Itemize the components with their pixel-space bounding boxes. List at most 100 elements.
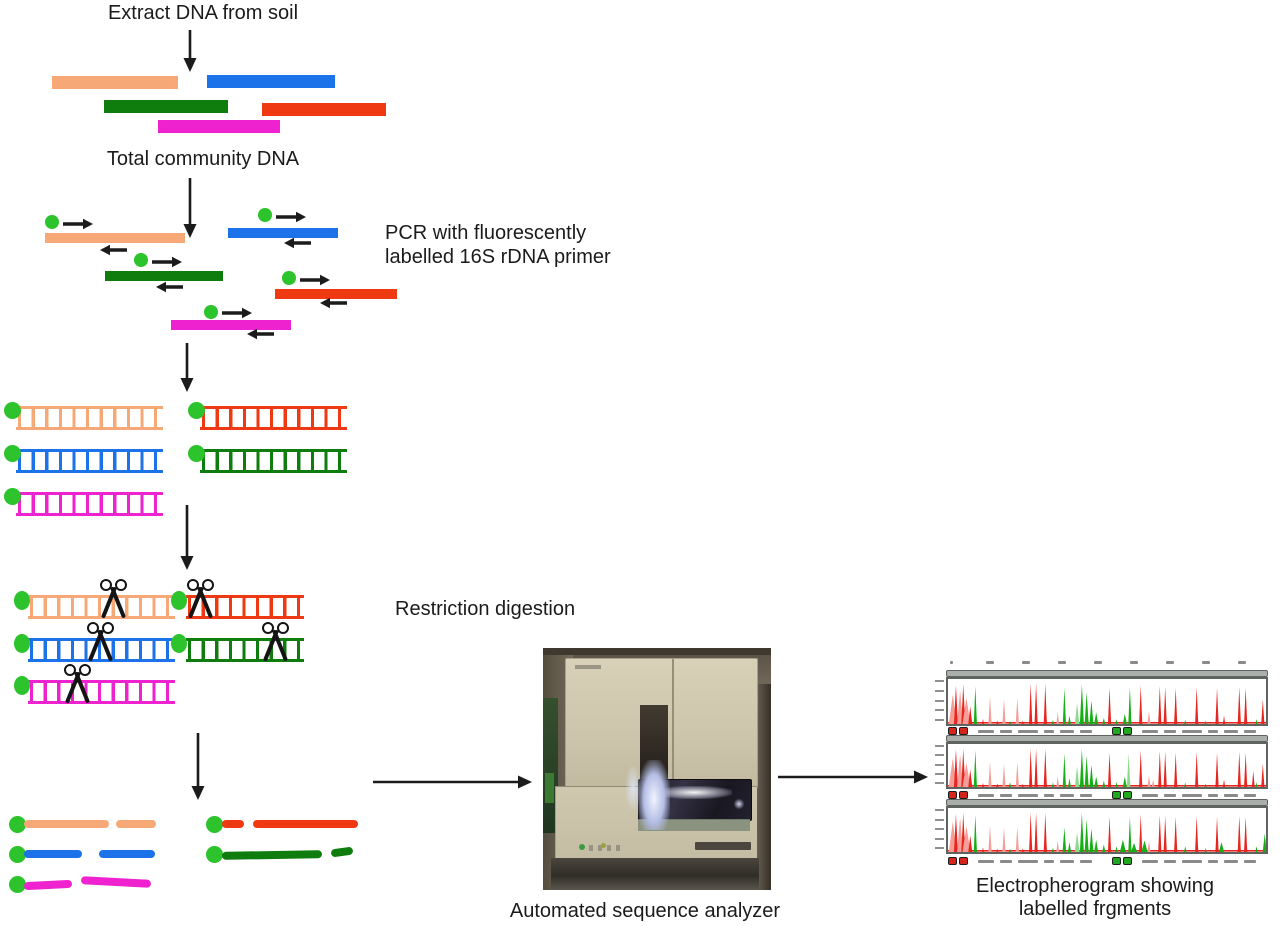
- trace-peak: [1009, 721, 1012, 724]
- sample-name-smudge: [1000, 794, 1012, 797]
- forward-primer-arrow-head: [83, 218, 93, 230]
- trace-peak: [1021, 720, 1024, 724]
- reverse-primer-arrow-head: [320, 297, 330, 309]
- cut-fragment: [330, 846, 354, 858]
- trace-peak: [1255, 846, 1258, 852]
- sample-name-smudge: [1164, 794, 1176, 797]
- ruler-tick-smudge: [1058, 661, 1066, 664]
- sequencer-base: [551, 858, 759, 890]
- flow-arrow-head: [183, 58, 197, 72]
- reverse-primer-arrow-head: [247, 328, 257, 340]
- fragment-trace: [948, 683, 1266, 724]
- flow-arrow-head: [180, 556, 194, 570]
- electropherogram-plot: [946, 742, 1268, 789]
- sample-name-smudge: [1060, 860, 1074, 863]
- cut-fragment: [24, 820, 109, 828]
- trace-peak: [1139, 685, 1143, 724]
- sample-badge-red: [948, 857, 957, 865]
- fluorescent-label-dot: [205, 845, 223, 863]
- y-axis-tick-smudge: [935, 709, 944, 712]
- y-axis-tick-smudge: [935, 818, 944, 821]
- sample-badge-red: [948, 727, 957, 735]
- trace-peak: [988, 696, 992, 724]
- trace-peak: [1051, 847, 1054, 852]
- trace-peak: [1237, 687, 1241, 724]
- trace-peak: [1115, 846, 1118, 852]
- ladder-rungs: [18, 409, 162, 427]
- y-axis-tick-smudge: [935, 772, 944, 775]
- electropherogram-figure: [934, 660, 1270, 872]
- trace-peak: [988, 825, 992, 852]
- trace-peak: [1094, 776, 1099, 787]
- trace-peak: [1163, 815, 1167, 852]
- trace-peak: [1079, 749, 1084, 787]
- trace-peak: [1056, 712, 1060, 724]
- trace-baseline: [948, 785, 1266, 787]
- digested-amplicon-ladder: [28, 680, 175, 704]
- sample-badge-green: [1123, 727, 1132, 735]
- panel-title-bar: [946, 670, 1268, 677]
- trace-peak: [1102, 780, 1106, 787]
- fragment-trace: [948, 812, 1266, 852]
- trace-peak: [981, 783, 984, 787]
- trace-peak: [1068, 778, 1071, 787]
- panel-title-bar: [946, 735, 1268, 742]
- extract-dna-label: Extract DNA from soil: [107, 2, 299, 24]
- sequencer-door-seam: [672, 659, 674, 786]
- sample-name-smudge: [1018, 730, 1038, 733]
- sample-name-smudge: [978, 860, 994, 863]
- trace-peak: [1261, 699, 1265, 724]
- trace-peak: [1089, 765, 1094, 787]
- trace-baseline: [948, 722, 1266, 724]
- trace-peak: [1074, 703, 1080, 724]
- trace-peak: [1115, 718, 1118, 724]
- dna-fragment-bar: [171, 320, 291, 330]
- scissors-icon: [63, 664, 91, 706]
- trace-peak: [1074, 766, 1080, 787]
- trace-peak: [957, 754, 964, 787]
- trace-peak: [973, 686, 977, 724]
- trace-peak: [1244, 687, 1248, 724]
- dna-fragment-bar: [52, 76, 178, 89]
- trace-peak: [1107, 687, 1112, 724]
- trace-peak: [1079, 684, 1084, 724]
- dna-fragment-bar: [158, 120, 280, 133]
- forward-primer-arrow-head: [320, 274, 330, 286]
- dna-amplicon-ladder: [200, 406, 347, 430]
- sample-name-smudge: [1164, 860, 1176, 863]
- trace-peak: [1184, 846, 1187, 852]
- fluorescent-primer-dot: [204, 305, 218, 319]
- fragment-trace: [948, 748, 1266, 787]
- scissors-handle: [115, 579, 128, 591]
- trace-peak: [1184, 719, 1187, 724]
- sample-name-smudge: [1244, 730, 1256, 733]
- trace-peak: [1195, 751, 1199, 787]
- trace-peak: [1015, 826, 1019, 852]
- sample-name-smudge: [1182, 730, 1202, 733]
- trace-peak: [1163, 751, 1167, 787]
- sample-name-smudge: [1142, 794, 1158, 797]
- trace-peak: [968, 769, 973, 787]
- trace-peak: [1158, 751, 1162, 787]
- trace-peak: [962, 763, 971, 787]
- sample-name-smudge: [1224, 794, 1238, 797]
- trace-peak: [1244, 752, 1248, 787]
- scissors-blade: [271, 629, 288, 662]
- trace-peak: [1074, 832, 1080, 852]
- sample-name-smudge: [1018, 794, 1038, 797]
- cut-fragment: [116, 820, 156, 828]
- fluorescent-primer-dot: [282, 271, 296, 285]
- photo-background-right: [755, 684, 771, 890]
- cut-fragment: [80, 876, 152, 888]
- trace-peak: [973, 750, 977, 787]
- ruler-tick-smudge: [986, 661, 994, 664]
- trace-peak: [1244, 816, 1248, 852]
- dna-fragment-bar: [207, 75, 335, 88]
- sample-name-smudge: [1060, 794, 1074, 797]
- sequencer-tray-highlight: [656, 786, 732, 799]
- trace-peak: [953, 813, 958, 852]
- trace-peak: [1067, 842, 1072, 852]
- restriction-digestion-label: Restriction digestion: [395, 598, 576, 620]
- trace-peak: [1102, 717, 1106, 724]
- trace-peak: [968, 835, 973, 852]
